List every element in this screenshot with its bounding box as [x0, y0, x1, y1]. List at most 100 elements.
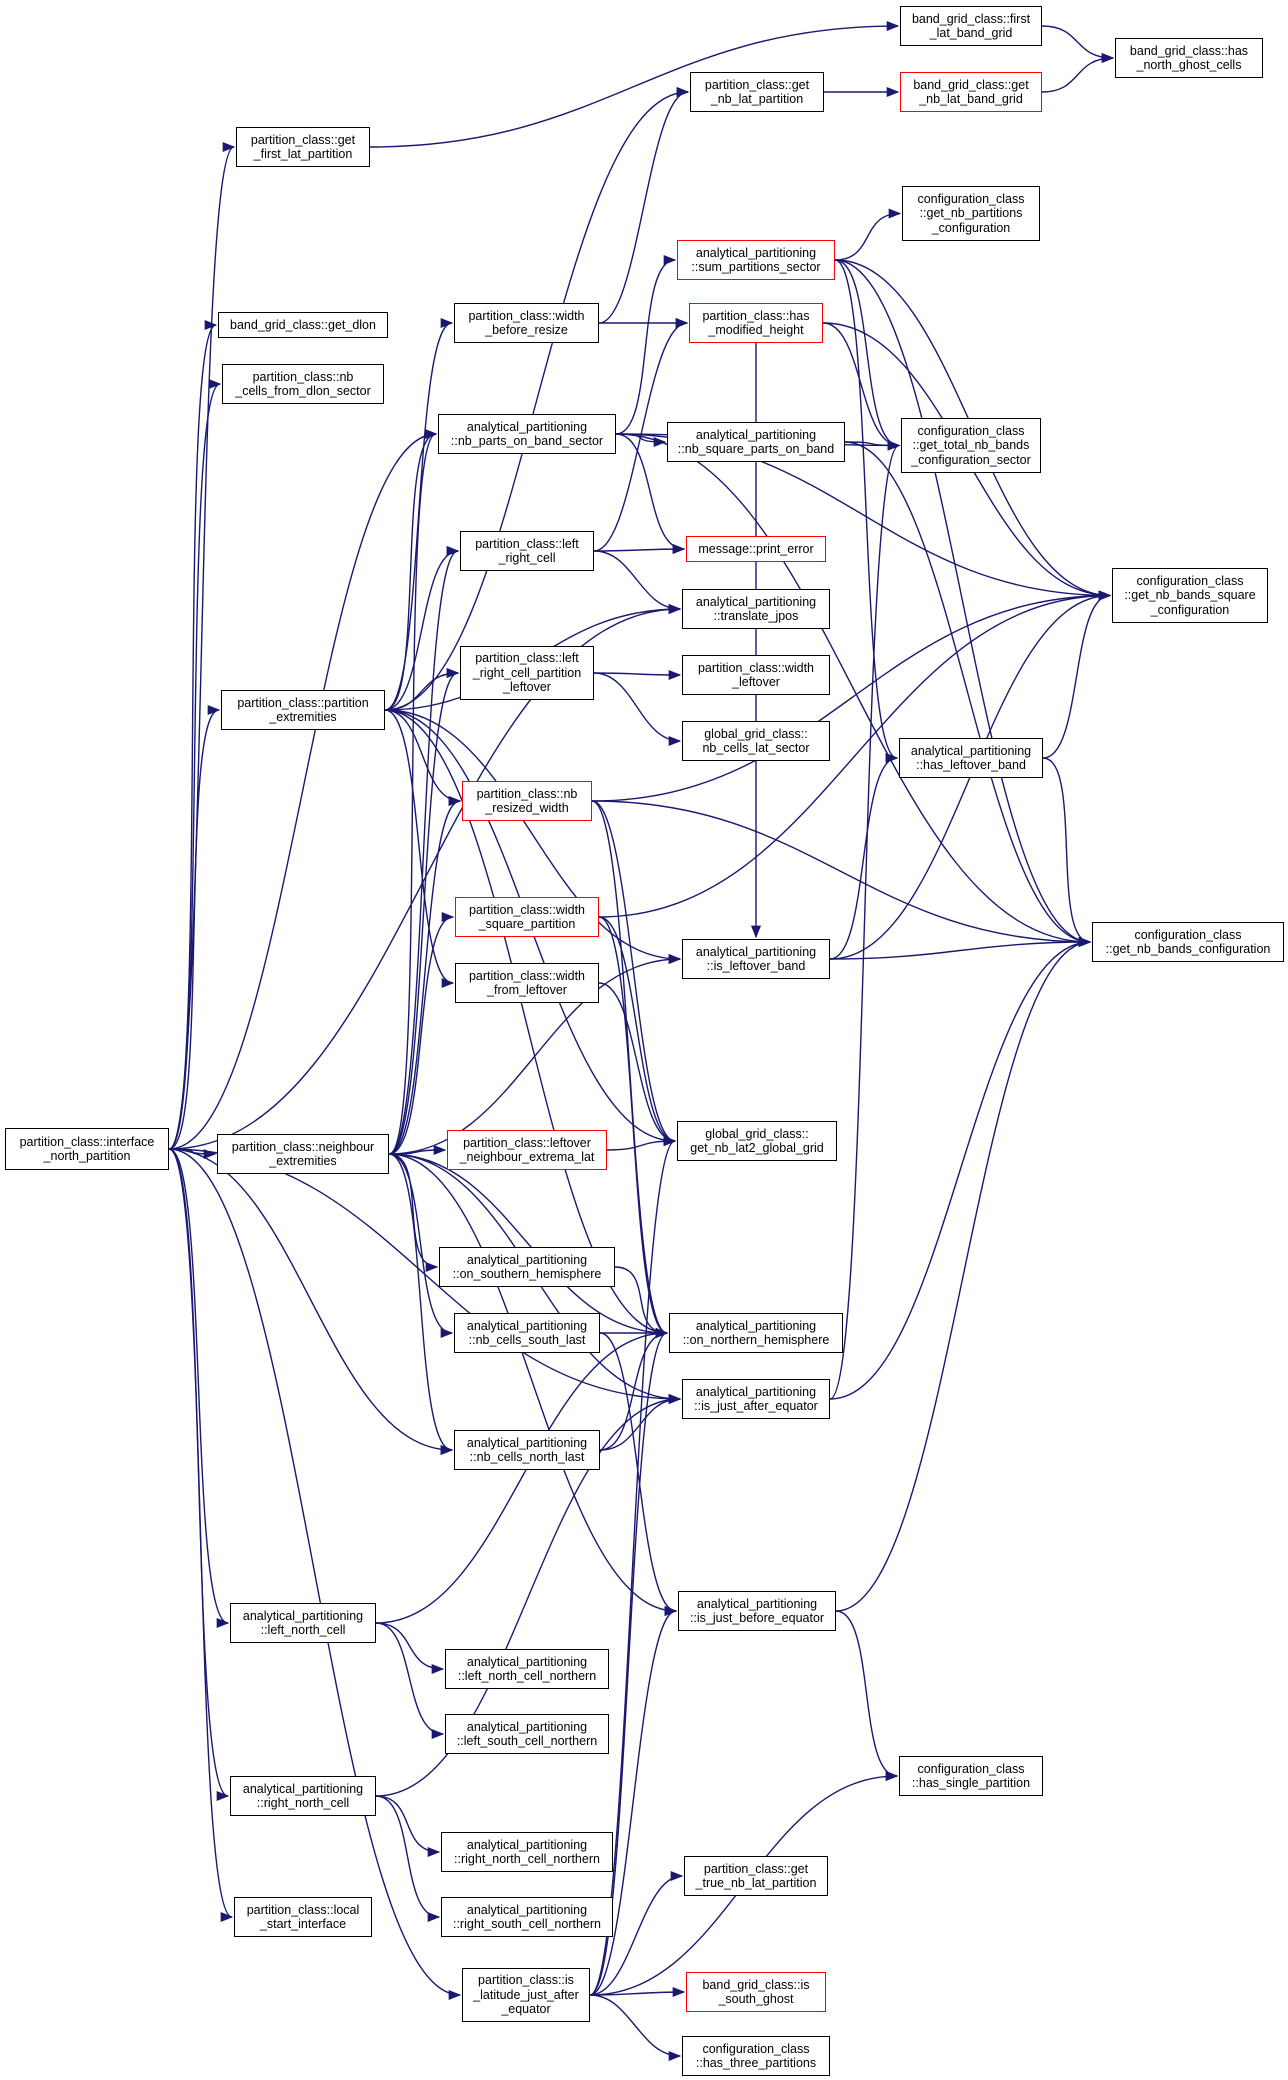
node-get-nb-lat2-global-grid[interactable]: global_grid_class:: get_nb_lat2_global_g… — [677, 1121, 837, 1161]
edge-right-north-cell-to-right-north-cell-northern — [375, 1795, 441, 1858]
node-get-dlon[interactable]: band_grid_class::get_dlon — [218, 312, 388, 338]
node-translate-jpos[interactable]: analytical_partitioning ::translate_jpos — [682, 589, 830, 629]
edge-neighbour-extremities-to-nb-parts-on-band-sector — [388, 429, 438, 1155]
node-nb-square-parts-on-band[interactable]: analytical_partitioning ::nb_square_part… — [667, 422, 845, 462]
edge-width-square-partition-to-get-nb-bands-square-configuration — [598, 590, 1112, 918]
edge-right-north-cell-to-right-south-cell-northern — [375, 1795, 441, 1923]
node-width-from-leftover[interactable]: partition_class::width _from_leftover — [455, 963, 599, 1003]
node-left-right-cell[interactable]: partition_class::left _right_cell — [460, 531, 594, 571]
node-nb-parts-on-band-sector[interactable]: analytical_partitioning ::nb_parts_on_ba… — [438, 414, 616, 454]
edge-is-leftover-band-to-get-nb-bands-configuration — [829, 936, 1092, 960]
edge-neighbour-extremities-to-is-just-before-equator — [388, 1153, 678, 1616]
node-get-first-lat-partition[interactable]: partition_class::get _first_lat_partitio… — [236, 127, 370, 167]
node-width-before-resize[interactable]: partition_class::width _before_resize — [454, 303, 599, 343]
node-get-total-nb-bands-configuration-sector[interactable]: configuration_class ::get_total_nb_bands… — [901, 418, 1041, 473]
node-get-nb-partitions-configuration[interactable]: configuration_class ::get_nb_partitions … — [902, 186, 1040, 241]
edge-root-to-nb-cells-from-dlon-sector — [168, 379, 222, 1150]
edge-has-modified-height-to-get-total-nb-bands-configuration-sector — [822, 322, 901, 451]
node-nb-cells-lat-sector[interactable]: global_grid_class:: nb_cells_lat_sector — [682, 721, 830, 761]
edge-partition-extremities-to-nb-parts-on-band-sector — [384, 429, 438, 711]
edge-left-right-cell-partition-leftover-to-width-leftover — [593, 669, 682, 681]
node-width-square-partition[interactable]: partition_class::width _square_partition — [455, 897, 599, 937]
node-is-just-after-equator[interactable]: analytical_partitioning ::is_just_after_… — [682, 1379, 830, 1419]
node-get-nb-bands-square-configuration[interactable]: configuration_class ::get_nb_bands_squar… — [1112, 568, 1268, 623]
edge-root-to-nb-cells-north-last — [168, 1148, 454, 1456]
node-print-error[interactable]: message::print_error — [686, 536, 826, 562]
edge-is-just-before-equator-to-has-single-partition — [835, 1610, 899, 1781]
node-nb-cells-south-last[interactable]: analytical_partitioning ::nb_cells_south… — [454, 1313, 600, 1353]
edge-sum-partitions-sector-to-get-total-nb-bands-configuration-sector — [834, 259, 901, 451]
edge-neighbour-extremities-to-nb-resized-width — [388, 796, 462, 1155]
edge-left-right-cell-to-print-error — [593, 543, 686, 555]
node-left-right-cell-partition-leftover[interactable]: partition_class::left _right_cell_partit… — [460, 646, 594, 700]
node-is-south-ghost[interactable]: band_grid_class::is _south_ghost — [686, 1972, 826, 2012]
edge-right-north-cell-to-is-just-after-equator — [375, 1393, 682, 1797]
node-right-north-cell[interactable]: analytical_partitioning ::right_north_ce… — [230, 1776, 376, 1816]
edge-is-just-after-equator-to-get-total-nb-bands-configuration-sector — [829, 440, 901, 1400]
edge-neighbour-extremities-to-width-square-partition — [388, 912, 455, 1155]
node-right-north-cell-northern[interactable]: analytical_partitioning ::right_north_ce… — [441, 1832, 613, 1872]
edge-nb-resized-width-to-get-nb-lat2-global-grid — [591, 800, 677, 1146]
node-nb-resized-width[interactable]: partition_class::nb _resized_width — [462, 781, 592, 821]
edge-width-from-leftover-to-get-nb-lat2-global-grid — [598, 982, 677, 1146]
node-nb-cells-north-last[interactable]: analytical_partitioning ::nb_cells_north… — [454, 1430, 600, 1470]
node-partition-extremities[interactable]: partition_class::partition _extremities — [221, 690, 385, 730]
edge-root-to-partition-extremities — [168, 705, 221, 1150]
edge-width-square-partition-to-on-northern-hemisphere — [598, 916, 669, 1338]
edge-nb-square-parts-on-band-to-get-total-nb-bands-configuration-sector — [844, 440, 901, 451]
edge-neighbour-extremities-to-left-right-cell-partition-leftover — [388, 668, 460, 1155]
edge-is-latitude-just-after-equator-to-on-northern-hemisphere — [589, 1328, 669, 1996]
edge-neighbour-extremities-to-on-southern-hemisphere — [388, 1153, 439, 1273]
node-on-northern-hemisphere[interactable]: analytical_partitioning ::on_northern_he… — [669, 1313, 843, 1353]
node-width-leftover[interactable]: partition_class::width _leftover — [682, 655, 830, 695]
node-root-interface-north-partition: partition_class::interface _north_partit… — [5, 1128, 169, 1170]
edge-root-to-translate-jpos — [168, 603, 682, 1150]
edge-left-right-cell-partition-leftover-to-nb-cells-lat-sector — [593, 672, 682, 747]
node-leftover-neighbour-extrema-lat[interactable]: partition_class::leftover _neighbour_ext… — [447, 1130, 607, 1170]
node-has-three-partitions[interactable]: configuration_class ::has_three_partitio… — [682, 2036, 830, 2076]
edge-root-to-local-start-interface — [168, 1148, 234, 1922]
node-left-north-cell-northern[interactable]: analytical_partitioning ::left_north_cel… — [445, 1649, 609, 1689]
edge-neighbour-extremities-to-left-right-cell — [388, 546, 460, 1155]
edge-sum-partitions-sector-to-get-nb-partitions-configuration — [834, 208, 902, 261]
edge-sum-partitions-sector-to-get-nb-bands-configuration — [834, 259, 1092, 947]
node-first-lat-band-grid[interactable]: band_grid_class::first _lat_band_grid — [900, 6, 1042, 46]
node-has-modified-height[interactable]: partition_class::has _modified_height — [689, 303, 823, 343]
edge-is-latitude-just-after-equator-to-get-true-nb-lat-partition — [589, 1870, 684, 1996]
node-has-leftover-band[interactable]: analytical_partitioning ::has_leftover_b… — [899, 738, 1043, 778]
node-local-start-interface[interactable]: partition_class::local _start_interface — [234, 1897, 372, 1937]
node-is-leftover-band[interactable]: analytical_partitioning ::is_leftover_ba… — [682, 939, 830, 979]
edge-nb-square-parts-on-band-to-get-nb-bands-configuration — [844, 441, 1092, 947]
node-left-north-cell[interactable]: analytical_partitioning ::left_north_cel… — [230, 1603, 376, 1643]
edge-nb-resized-width-to-get-nb-bands-square-configuration — [591, 590, 1112, 802]
node-get-nb-bands-configuration[interactable]: configuration_class ::get_nb_bands_confi… — [1092, 922, 1284, 962]
edge-partition-extremities-to-get-nb-lat-partition — [384, 87, 690, 711]
node-get-nb-lat-partition[interactable]: partition_class::get _nb_lat_partition — [690, 72, 824, 112]
node-is-latitude-just-after-equator[interactable]: partition_class::is _latitude_just_after… — [462, 1968, 590, 2022]
edge-is-just-after-equator-to-get-nb-bands-configuration — [829, 937, 1092, 1400]
edge-root-to-get-dlon — [168, 320, 218, 1150]
node-on-southern-hemisphere[interactable]: analytical_partitioning ::on_southern_he… — [439, 1247, 615, 1287]
edge-is-latitude-just-after-equator-to-get-nb-lat2-global-grid — [589, 1136, 677, 1996]
node-is-just-before-equator[interactable]: analytical_partitioning ::is_just_before… — [678, 1591, 836, 1631]
node-has-north-ghost-cells[interactable]: band_grid_class::has _north_ghost_cells — [1115, 38, 1263, 78]
edge-width-square-partition-to-get-nb-lat2-global-grid — [598, 916, 677, 1146]
edge-neighbour-extremities-to-nb-cells-north-last — [388, 1153, 454, 1455]
edge-left-north-cell-to-on-northern-hemisphere — [375, 1327, 669, 1624]
node-get-nb-lat-band-grid[interactable]: band_grid_class::get _nb_lat_band_grid — [900, 72, 1042, 112]
edge-has-leftover-band-to-get-nb-bands-configuration — [1042, 757, 1092, 947]
edge-get-nb-lat-band-grid-to-has-north-ghost-cells — [1041, 52, 1115, 93]
node-neighbour-extremities[interactable]: partition_class::neighbour _extremities — [217, 1134, 389, 1174]
node-sum-partitions-sector[interactable]: analytical_partitioning ::sum_partitions… — [677, 240, 835, 280]
node-left-south-cell-northern[interactable]: analytical_partitioning ::left_south_cel… — [445, 1714, 609, 1754]
node-right-south-cell-northern[interactable]: analytical_partitioning ::right_south_ce… — [441, 1897, 613, 1937]
edge-is-leftover-band-to-has-leftover-band — [829, 753, 899, 960]
edge-partition-extremities-to-nb-resized-width — [384, 709, 462, 807]
node-has-single-partition[interactable]: configuration_class ::has_single_partiti… — [899, 1756, 1043, 1796]
edge-root-to-left-north-cell — [168, 1148, 230, 1628]
node-nb-cells-from-dlon-sector[interactable]: partition_class::nb _cells_from_dlon_sec… — [222, 364, 384, 404]
edge-get-first-lat-partition-to-first-lat-band-grid — [369, 20, 900, 148]
edge-is-latitude-just-after-equator-to-has-three-partitions — [589, 1994, 682, 2062]
node-get-true-nb-lat-partition[interactable]: partition_class::get _true_nb_lat_partit… — [684, 1856, 828, 1896]
edge-left-north-cell-to-left-south-cell-northern — [375, 1622, 445, 1740]
